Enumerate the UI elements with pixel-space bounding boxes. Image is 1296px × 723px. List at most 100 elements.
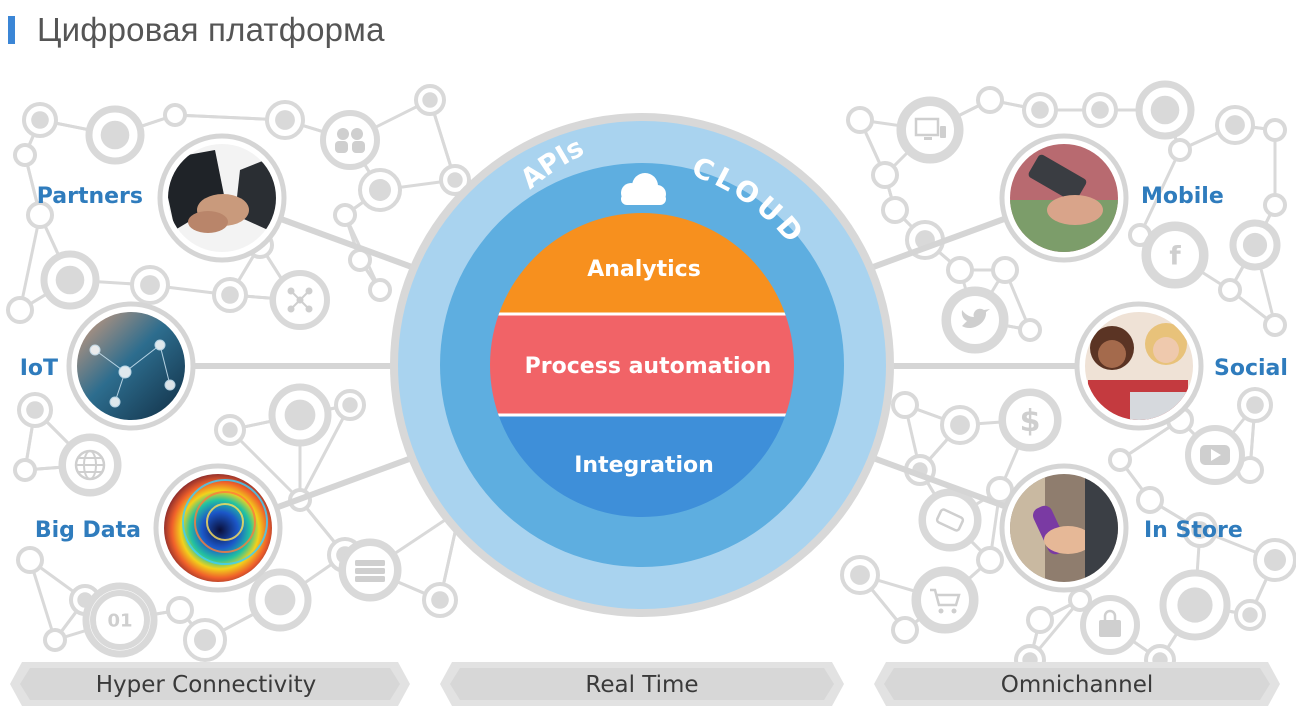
network-node-core [55, 265, 85, 295]
network-node-core [1150, 95, 1180, 125]
network-node-core [31, 111, 49, 129]
people-icon [320, 110, 380, 170]
cloud-icon [621, 173, 666, 205]
hyper-connectivity-label: Hyper Connectivity [96, 672, 317, 698]
dollar-icon: $ [1000, 390, 1060, 450]
network-link [298, 404, 352, 501]
network-node [368, 278, 392, 302]
network-node [1136, 486, 1164, 514]
network-icons: 01f$ [60, 100, 1245, 655]
network-node [13, 458, 37, 482]
network-node-core [221, 286, 239, 304]
big-data-node [153, 463, 283, 593]
mobile-node [999, 133, 1129, 263]
title-accent-bar [8, 16, 15, 44]
network-node [991, 256, 1019, 284]
network-node-core [284, 399, 316, 431]
network-node [13, 143, 37, 167]
monitor-icon [900, 100, 960, 160]
network-node-core [100, 120, 130, 150]
integration-label: Integration [574, 453, 714, 478]
analytics-label: Analytics [587, 257, 701, 282]
network-node [163, 103, 187, 127]
network-node-core [1031, 101, 1049, 119]
network-node-core [1242, 232, 1268, 258]
network-node [166, 596, 194, 624]
network-graph-icon [270, 270, 330, 330]
svg-text:$: $ [1020, 404, 1041, 439]
youtube-icon [1185, 425, 1245, 485]
globe-icon [60, 435, 120, 495]
network-node-core [1264, 549, 1286, 571]
partners-label: Partners [37, 184, 143, 209]
process-automation-label: Process automation [525, 354, 772, 379]
network-node-core [222, 422, 238, 438]
network-node-core [422, 92, 438, 108]
partners-node [157, 133, 287, 263]
network-node [1018, 318, 1042, 342]
in-store-label: In Store [1144, 518, 1243, 543]
process-automation-band [490, 314, 794, 415]
network-node [1108, 448, 1132, 472]
network-node-core [1242, 607, 1258, 623]
in-store-node [999, 463, 1129, 593]
real-time-label: Real Time [585, 672, 698, 698]
network-node [891, 616, 919, 644]
binary-01-icon: 01 [90, 590, 150, 650]
network-node [6, 296, 34, 324]
network-node-core [950, 415, 970, 435]
friends-photo [1085, 312, 1193, 420]
network-link [228, 428, 302, 502]
omnichannel-label: Omnichannel [1001, 672, 1154, 698]
network-node [846, 106, 874, 134]
network-node-core [140, 275, 160, 295]
page-title: Цифровая платформа [37, 11, 385, 48]
social-node [1074, 301, 1204, 431]
network-node-core [1191, 521, 1209, 539]
network-node-core [264, 584, 296, 616]
network-node-core [26, 401, 44, 419]
network-node-core [342, 397, 358, 413]
bottom-band-omnichannel: Omnichannel [874, 662, 1280, 706]
page-header: Цифровая платформа [8, 10, 385, 50]
network-node-core [194, 629, 216, 651]
network-node [1026, 606, 1054, 634]
network-node [1263, 313, 1287, 337]
network-node-core [447, 172, 463, 188]
network-node-core [1091, 101, 1109, 119]
iot-node [66, 301, 196, 431]
social-label: Social [1214, 356, 1288, 381]
network-node [976, 546, 1004, 574]
network-node [871, 161, 899, 189]
bottom-band-hyper-connectivity: Hyper Connectivity [10, 662, 410, 706]
network-node [333, 203, 357, 227]
network-node-core [369, 179, 391, 201]
network-node [1263, 118, 1287, 142]
fiber-optics-photo [164, 474, 272, 582]
hub-spokes [185, 212, 1085, 513]
network-node [976, 86, 1004, 114]
server-icon [340, 540, 400, 600]
network-node-core [1225, 115, 1245, 135]
network-node-core [275, 110, 295, 130]
network-node [891, 391, 919, 419]
cart-icon [915, 570, 975, 630]
twitter-icon [945, 290, 1005, 350]
bag-icon [1080, 595, 1140, 655]
network-node [1168, 138, 1192, 162]
network-node-core [850, 565, 870, 585]
bottom-band-real-time: Real Time [440, 662, 844, 706]
network-node [1263, 193, 1287, 217]
network-node [1218, 278, 1242, 302]
mobile-label: Mobile [1141, 184, 1224, 209]
handshake-photo [168, 144, 276, 252]
network-node-core [1177, 587, 1213, 623]
network-node [881, 196, 909, 224]
network-node [16, 546, 44, 574]
network-link [18, 214, 42, 311]
network-node [43, 628, 67, 652]
big-data-label: Big Data [35, 518, 141, 543]
svg-text:01: 01 [107, 610, 132, 631]
iot-label: IoT [20, 356, 58, 381]
